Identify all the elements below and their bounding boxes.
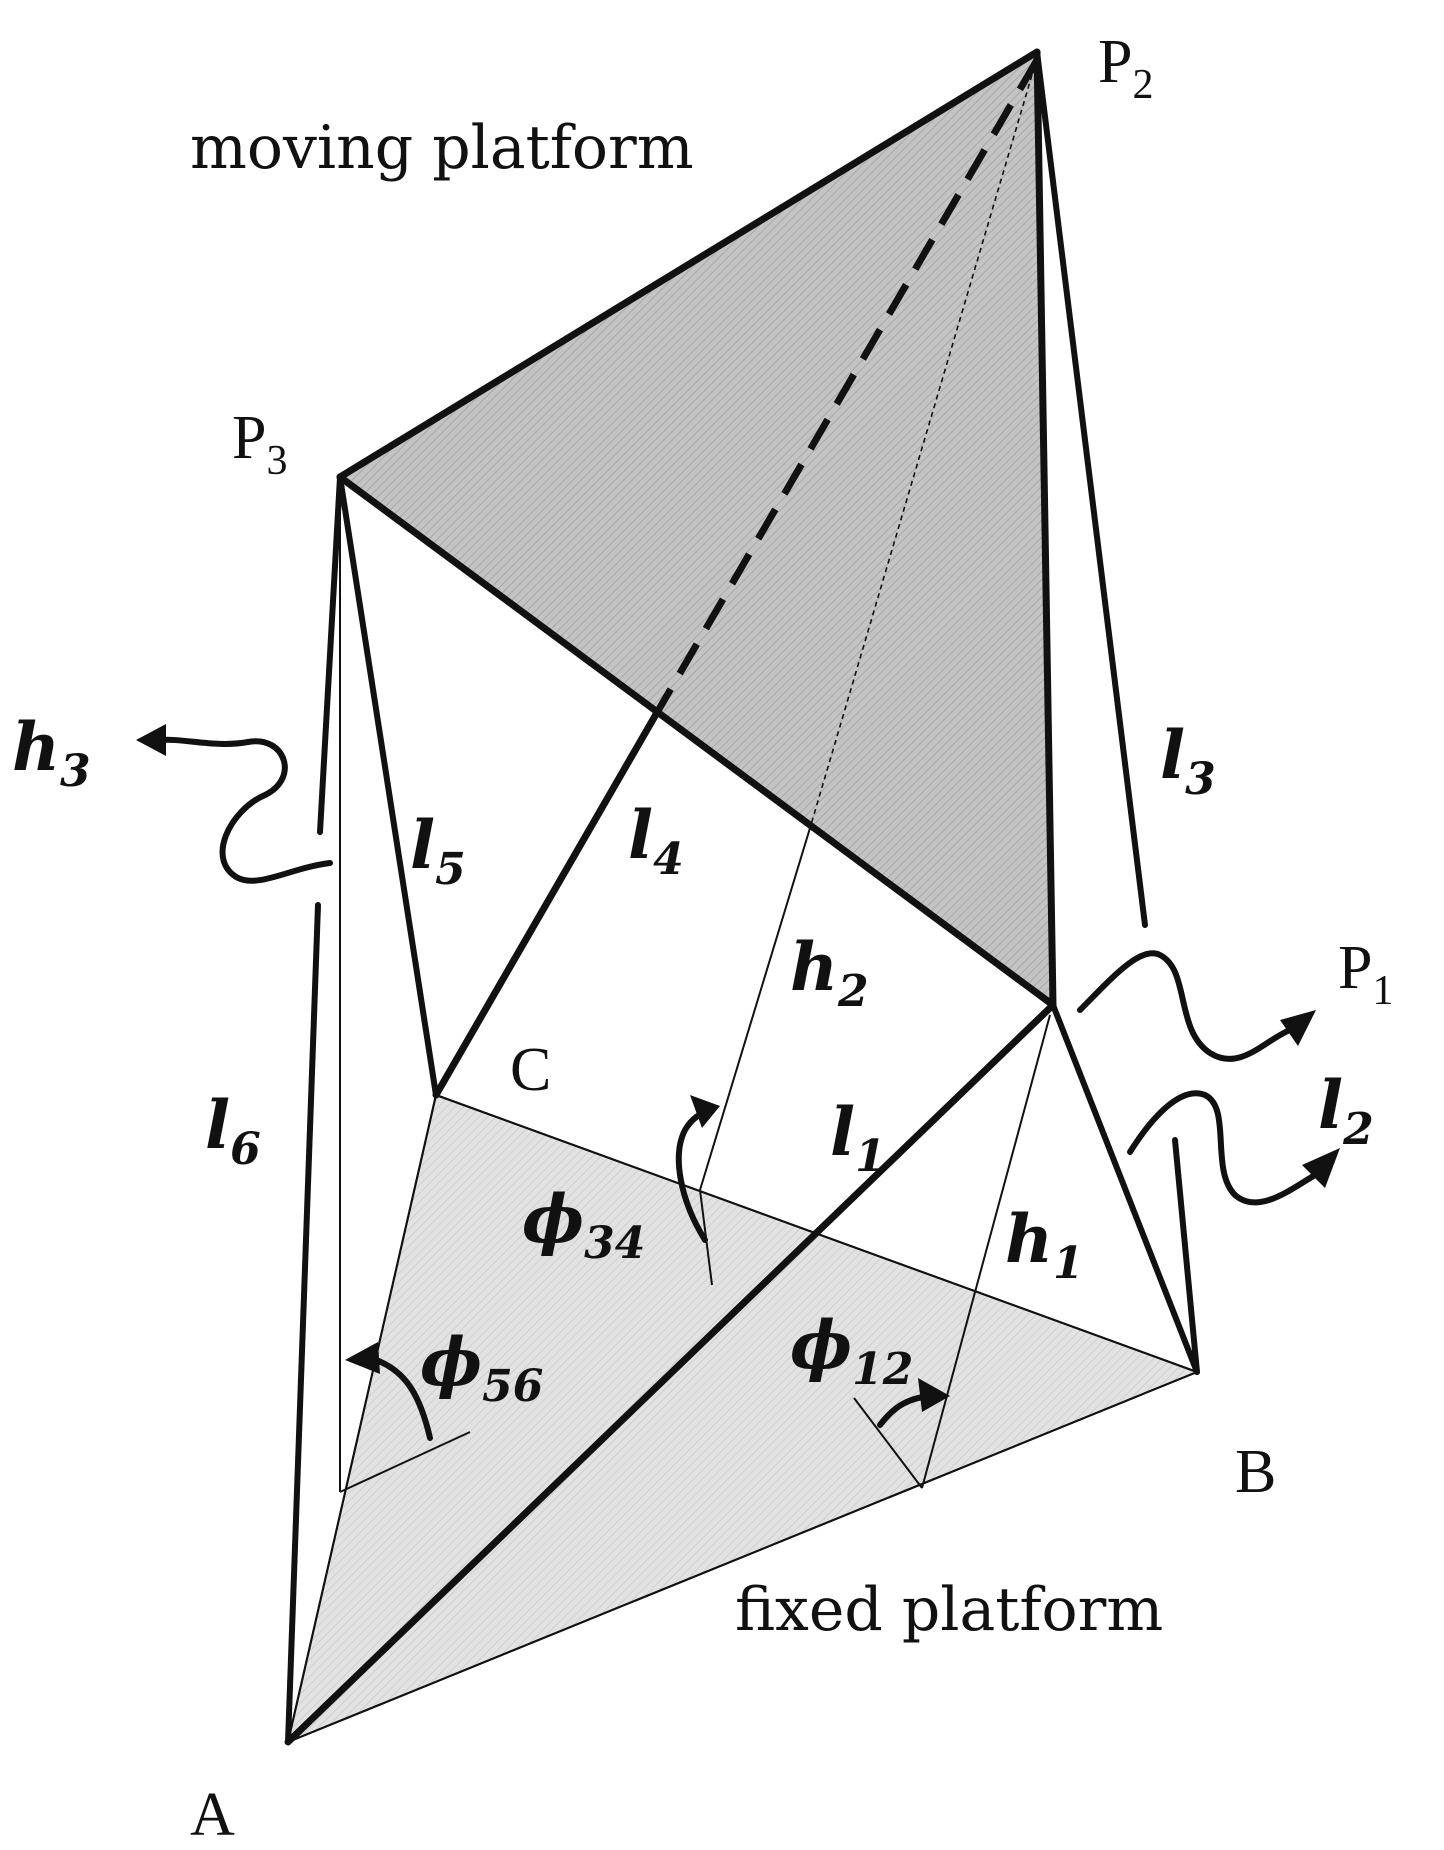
height-h2-line [699,827,811,1191]
moving-platform-median [809,57,1038,829]
leg-l4 [432,712,659,1099]
point-a-label: A [190,1781,235,1849]
h1-foot-line [853,1397,923,1489]
fixed-platform-label: fixed platform [735,1575,1163,1645]
leg-l6-top [317,474,343,835]
leg-l3 [1034,49,1148,928]
fixed-edge-ab [287,1371,1198,1743]
leg-l6-bottom [285,902,321,1745]
height-h1-label: h1 [1005,1200,1084,1289]
point-p2-label: P2 [1098,28,1153,108]
leg-l2 [1050,1002,1200,1375]
point-p1-label: P1 [1338,934,1393,1014]
phi34-arrowhead [690,1095,720,1128]
leg-l2-back [1172,1137,1200,1375]
leg-l6-label: l6 [205,1086,261,1175]
leg-l5 [337,474,439,1098]
p1-leader-curve [1077,950,1293,1062]
leg-l4-label: l4 [628,796,684,885]
moving-edge-p3-p1 [336,473,1057,1009]
leg-l1 [284,1001,1057,1746]
leg-l3-label: l3 [1160,716,1216,805]
angle-phi56-label: ϕ56 [420,1323,543,1412]
phi12-arrowhead [918,1378,950,1412]
hidden-leg-l4 [651,58,1041,718]
phi56-arc [367,1355,433,1441]
fixed-edge-ca [287,1094,437,1743]
l2-leader-curve [1127,1090,1318,1206]
angle-phi34-label: ϕ34 [522,1180,645,1269]
height-h3-label: h3 [12,708,91,797]
h3-arrowhead [136,724,166,756]
angle-phi12-label: ϕ12 [790,1306,913,1395]
moving-edge-p2-p1 [1033,48,1057,1009]
point-c-label: C [510,1036,551,1104]
moving-platform-label: moving platform [190,113,694,183]
leg-l1-label: l1 [830,1093,886,1182]
height-h1-line [921,1014,1051,1489]
leg-l2-label: l2 [1318,1066,1374,1155]
h3-leader-curve [155,736,333,884]
h3-foot-line [339,1431,471,1493]
moving-platform [340,52,1053,1005]
phi56-arrowhead [345,1342,380,1374]
leg-l5-label: l5 [410,806,466,895]
p1-arrowhead [1280,1010,1316,1046]
point-p3-label: P3 [232,404,287,484]
point-b-label: B [1235,1438,1276,1506]
l2-arrowhead [1302,1148,1340,1188]
height-h2-label: h2 [790,928,869,1017]
moving-edge-p3-p2 [336,48,1041,481]
